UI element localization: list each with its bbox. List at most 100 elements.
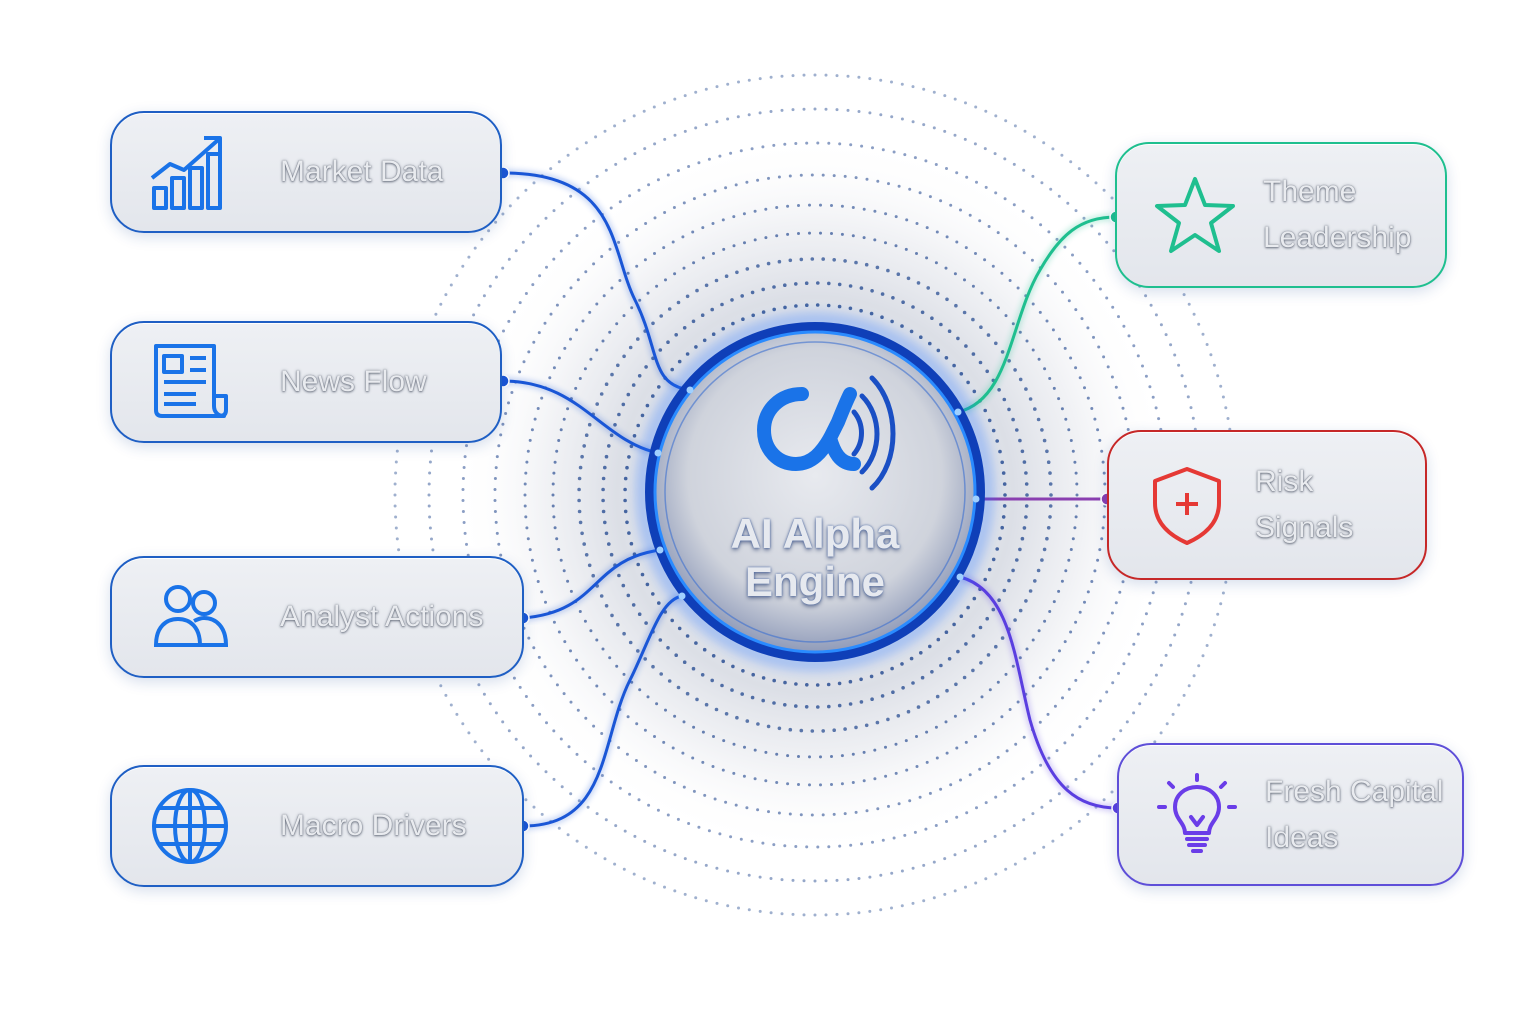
ring-dot — [1036, 568, 1041, 573]
ring-dot — [674, 333, 678, 337]
ring-dot — [493, 488, 497, 491]
ring-dot — [536, 580, 540, 583]
ring-dot — [643, 839, 647, 843]
ring-dot — [393, 493, 397, 497]
ring-dot — [1111, 681, 1115, 685]
ring-dot — [655, 702, 659, 706]
ring-dot — [663, 849, 667, 853]
ring-dot — [1082, 770, 1086, 774]
ring-dot — [955, 171, 959, 175]
ring-dot — [1117, 315, 1120, 319]
ring-dot — [625, 752, 629, 756]
ring-dot — [835, 912, 839, 916]
core-node — [636, 313, 994, 671]
ring-dot — [711, 332, 716, 337]
ring-dot — [819, 783, 822, 787]
ring-dot — [1097, 754, 1101, 758]
ring-dot — [869, 311, 874, 316]
ring-dot — [1149, 303, 1153, 307]
input-card-market-data[interactable]: Market Data — [110, 111, 502, 233]
ring-dot — [1014, 742, 1018, 746]
ring-dot — [1189, 406, 1193, 410]
ring-dot — [947, 657, 952, 661]
ring-dot — [676, 300, 681, 305]
ring-dot — [493, 477, 497, 480]
ring-dot — [911, 866, 915, 870]
ring-dot — [918, 191, 922, 195]
input-card-analyst-actions[interactable]: Analyst Actions — [110, 556, 524, 678]
ring-dot — [897, 802, 901, 806]
ring-dot — [830, 232, 833, 235]
ring-dot — [979, 325, 983, 330]
ring-dot — [1020, 536, 1025, 541]
ring-dot — [618, 279, 622, 282]
ring-dot — [991, 607, 996, 612]
ring-dot — [494, 466, 498, 470]
ring-dot — [953, 133, 957, 137]
ring-dot — [1125, 720, 1129, 724]
ring-dot — [987, 418, 992, 423]
ring-dot — [1092, 708, 1096, 712]
ring-dot — [1101, 526, 1105, 530]
ring-dot — [1086, 174, 1090, 178]
ring-dot — [652, 105, 656, 109]
output-card-theme-leadership[interactable]: Theme Leadership — [1115, 142, 1447, 288]
input-label-market-data: Market Data — [280, 155, 444, 188]
ring-dot — [737, 906, 740, 910]
ring-dot — [880, 694, 885, 698]
ring-dot — [584, 716, 588, 720]
ring-dot — [601, 339, 605, 343]
ring-dot — [870, 697, 874, 701]
ring-dot — [875, 265, 880, 270]
ring-dot — [974, 105, 978, 109]
ring-dot — [857, 75, 861, 79]
ring-dot — [1022, 251, 1026, 255]
ring-dot — [935, 230, 939, 234]
ring-dot — [928, 195, 932, 199]
ring-dot — [884, 212, 888, 216]
input-card-macro-drivers[interactable]: Macro Drivers — [110, 765, 524, 887]
ring-dot — [609, 206, 613, 210]
ring-dot — [860, 144, 864, 148]
ring-dot — [1063, 346, 1067, 350]
ring-dot — [653, 770, 657, 774]
ring-dot — [726, 117, 730, 121]
ring-dot — [764, 779, 768, 783]
ring-dot — [467, 731, 471, 735]
ring-dot — [993, 152, 997, 156]
ring-dot — [821, 813, 825, 817]
ring-dot — [518, 685, 522, 689]
ring-dot — [772, 843, 776, 847]
ring-dot — [672, 206, 676, 209]
ring-dot — [671, 240, 675, 244]
ring-dot — [1180, 612, 1184, 616]
ring-dot — [772, 143, 776, 147]
ring-dot — [502, 329, 505, 333]
ring-dot — [1018, 438, 1022, 443]
ring-dot — [1219, 384, 1223, 388]
ring-dot — [824, 913, 828, 917]
output-card-risk-signals[interactable]: Risk Signals — [1107, 430, 1427, 580]
ring-dot — [1097, 641, 1101, 645]
ring-dot — [394, 526, 398, 530]
output-card-fresh-capital-ideas[interactable]: Fresh Capital Ideas — [1117, 743, 1464, 886]
input-card-news-flow[interactable]: News Flow — [110, 321, 502, 443]
ring-dot — [739, 837, 743, 841]
ring-dot — [581, 319, 585, 323]
ring-dot — [1058, 337, 1061, 341]
ring-dot — [964, 642, 968, 646]
ring-dot — [552, 620, 556, 624]
ring-dot — [1018, 330, 1022, 334]
ring-dot — [939, 663, 943, 668]
ring-dot — [965, 175, 969, 179]
ring-dot — [521, 240, 525, 244]
ring-dot — [1022, 168, 1026, 172]
ring-dot — [487, 229, 491, 233]
ring-dot — [578, 610, 582, 613]
ring-dot — [984, 877, 988, 881]
ring-dot — [896, 714, 901, 718]
ring-dot — [777, 811, 781, 815]
ring-dot — [584, 270, 588, 274]
ring-dot — [683, 892, 687, 896]
ring-dot — [953, 714, 957, 718]
